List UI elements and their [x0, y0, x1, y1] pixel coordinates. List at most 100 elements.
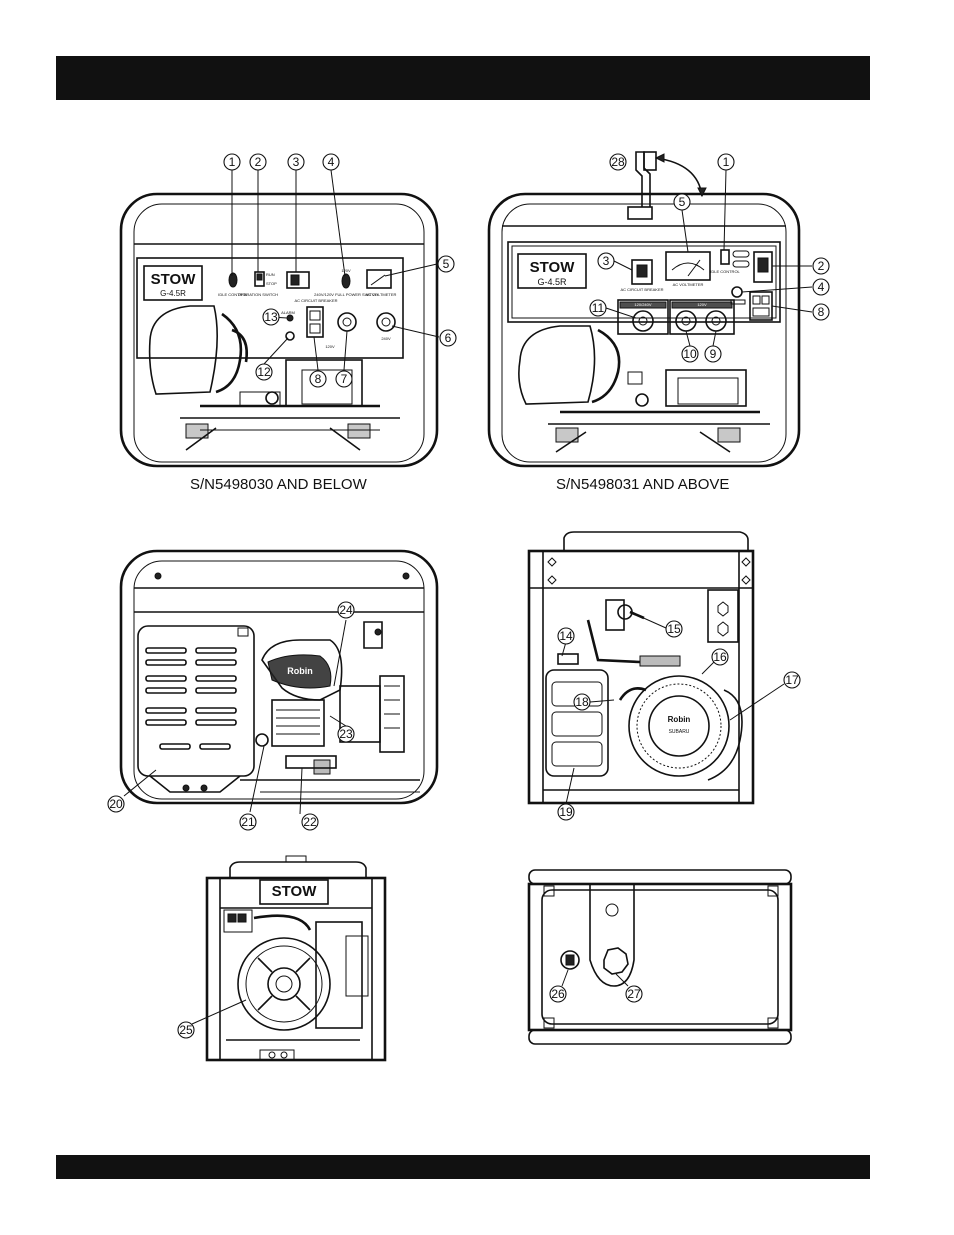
- twistlock-receptacle-old: [337, 312, 357, 332]
- receptacle-120v-b: [705, 310, 727, 332]
- run-label: RUN: [266, 272, 275, 277]
- callout-10-new: 10: [681, 345, 699, 363]
- svg-text:25: 25: [179, 1023, 193, 1037]
- figure-engine-side: Robin 20 21 22 23 24: [107, 549, 439, 831]
- svg-text:11: 11: [592, 301, 605, 315]
- circuit-breaker-old: [286, 271, 310, 289]
- caption-panel-new: S/N5498031 AND ABOVE: [556, 476, 730, 493]
- figure-recoil-side: Robin SUBARU 14 15 16 17 18 19: [527, 531, 801, 821]
- v240-label-old: 240V: [381, 336, 391, 341]
- callout-5-new: 5: [673, 193, 691, 211]
- callout-25: 25: [177, 1021, 195, 1039]
- callout-19: 19: [557, 803, 575, 821]
- callout-26: 26: [549, 985, 567, 1003]
- idle-label-new: IDLE CONTROL: [710, 269, 740, 274]
- model-label-old: G-4.5R: [160, 289, 186, 298]
- svg-text:27: 27: [627, 987, 641, 1001]
- svg-text:17: 17: [785, 673, 799, 687]
- svg-text:13: 13: [264, 310, 278, 324]
- callout-14: 14: [557, 627, 575, 645]
- callout-16: 16: [711, 648, 729, 666]
- svg-text:19: 19: [559, 805, 573, 819]
- svg-text:10: 10: [683, 347, 697, 361]
- operation-switch: [254, 271, 265, 287]
- oil-drain: [560, 950, 580, 970]
- svg-text:7: 7: [341, 372, 348, 386]
- callout-9-new: 9: [704, 345, 722, 363]
- callout-22: 22: [301, 813, 319, 831]
- figure-panel-old: STOW G-4.5R IDLE CONTROL RUN STOP OPERAT…: [119, 153, 457, 468]
- callout-18: 18: [573, 693, 591, 711]
- svg-text:23: 23: [339, 727, 353, 741]
- svg-text:18: 18: [575, 695, 589, 709]
- breaker-label-old: AC CIRCUIT BREAKER: [294, 298, 337, 303]
- callout-23: 23: [337, 725, 355, 743]
- footer-bar: [56, 1155, 870, 1179]
- callout-7-old: 7: [335, 370, 353, 388]
- drain-plug: [603, 947, 629, 975]
- callout-5-old: 5: [437, 255, 455, 273]
- idle-control-knob: [228, 272, 238, 288]
- svg-text:3: 3: [603, 254, 610, 268]
- acvolt-label-new: AC VOLTMETER: [673, 282, 704, 287]
- v120-label-old: 120V: [325, 344, 335, 349]
- stop-label: STOP: [266, 281, 277, 286]
- svg-text:24: 24: [339, 603, 353, 617]
- alarm-label: ALARM: [281, 310, 295, 315]
- svg-text:4: 4: [818, 280, 825, 294]
- svg-text:14: 14: [559, 629, 573, 643]
- volt-label-old: 120V: [341, 268, 351, 273]
- svg-text:5: 5: [679, 195, 686, 209]
- callout-2-new: 2: [812, 257, 830, 275]
- receptacle-240v-old: [376, 312, 396, 332]
- callout-1-new: 1: [717, 153, 735, 171]
- receptacle-120v-old: [306, 306, 324, 338]
- svg-text:26: 26: [551, 987, 565, 1001]
- robin-logo-side: Robin: [287, 666, 313, 676]
- callout-2-old: 2: [249, 153, 267, 171]
- figure-bottom-view: 26 27: [527, 869, 793, 1045]
- idle-label-old: IDLE CONTROL: [218, 292, 248, 297]
- svg-text:1: 1: [229, 155, 236, 169]
- callout-4-old: 4: [322, 153, 340, 171]
- alternator-cover: [237, 937, 331, 1031]
- svg-text:3: 3: [293, 155, 300, 169]
- svg-text:8: 8: [315, 372, 322, 386]
- svg-text:22: 22: [303, 815, 317, 829]
- svg-text:9: 9: [710, 347, 717, 361]
- op-switch-label: OPERATION SWITCH: [238, 292, 278, 297]
- brand-logo-old: STOW: [151, 271, 197, 288]
- callout-21: 21: [239, 813, 257, 831]
- callout-8-old: 8: [309, 370, 327, 388]
- callout-1-old: 1: [223, 153, 241, 171]
- idle-control-switch: [720, 249, 730, 265]
- callout-3-old: 3: [287, 153, 305, 171]
- callout-24: 24: [337, 601, 355, 619]
- label-120v-new: 120V: [697, 302, 707, 307]
- model-label-new: G-4.5R: [537, 277, 567, 287]
- svg-text:28: 28: [611, 155, 625, 169]
- receptacle-120-240v: [632, 310, 654, 332]
- svg-text:21: 21: [241, 815, 255, 829]
- callout-13-old: 13: [262, 308, 280, 326]
- full-power-label: 240V/120V FULL POWER SWITCH: [314, 292, 378, 297]
- callout-12-old: 12: [255, 363, 273, 381]
- ac-voltmeter-old: [366, 269, 392, 289]
- figure-rear-view: STOW 25: [177, 855, 387, 1062]
- full-power-switch: [341, 273, 351, 289]
- robin-logo-recoil: Robin: [668, 715, 691, 724]
- label-120-240v: 120/240V: [634, 302, 651, 307]
- svg-text:2: 2: [818, 259, 825, 273]
- acvolt-label-old: AC VOLTMETER: [366, 292, 397, 297]
- callout-20: 20: [107, 795, 125, 813]
- svg-text:8: 8: [818, 305, 825, 319]
- callout-28-new: 28: [609, 153, 627, 171]
- callout-17: 17: [783, 671, 801, 689]
- muffler-guard: [137, 625, 255, 777]
- svg-text:20: 20: [109, 797, 123, 811]
- svg-text:16: 16: [713, 650, 727, 664]
- svg-text:4: 4: [328, 155, 335, 169]
- callout-8-new: 8: [812, 303, 830, 321]
- svg-text:2: 2: [255, 155, 262, 169]
